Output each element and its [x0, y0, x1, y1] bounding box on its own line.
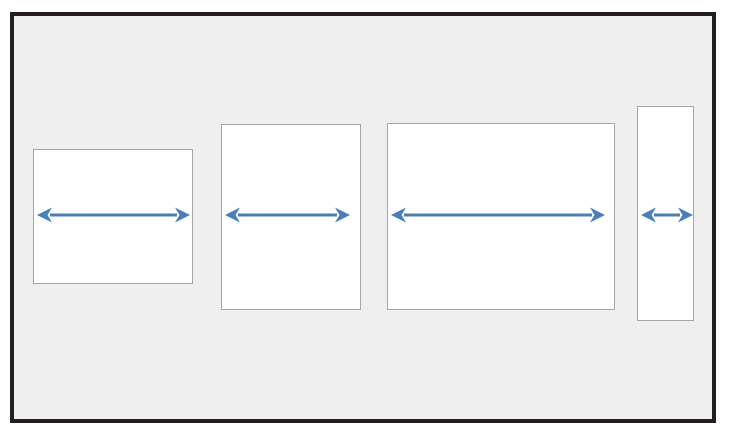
arrow-shaft [654, 213, 680, 217]
arrow-head-right [678, 207, 693, 223]
double-arrow-icon-4[interactable] [641, 207, 693, 223]
arrow-head-left [225, 207, 240, 223]
arrow-head-left [641, 207, 656, 223]
shape-rect-2[interactable] [221, 124, 361, 310]
arrow-head-right [175, 207, 190, 223]
arrow-head-right [335, 207, 350, 223]
arrow-head-left [37, 207, 52, 223]
arrow-head-right [590, 207, 605, 223]
double-arrow-icon-3[interactable] [391, 207, 605, 223]
arrow-head-left [391, 207, 406, 223]
double-arrow-icon-2[interactable] [225, 207, 350, 223]
arrow-shaft [50, 213, 177, 217]
double-arrow-icon-1[interactable] [37, 207, 190, 223]
arrow-shaft [238, 213, 337, 217]
arrow-shaft [404, 213, 592, 217]
